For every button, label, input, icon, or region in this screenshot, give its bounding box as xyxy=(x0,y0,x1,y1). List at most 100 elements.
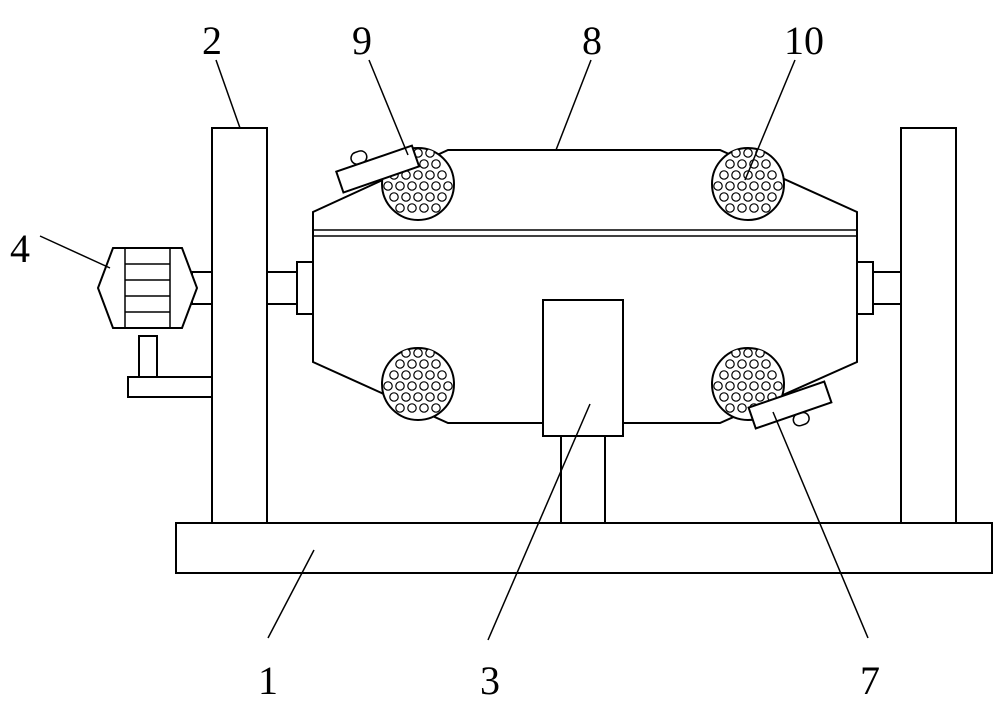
filter-hole xyxy=(755,392,765,402)
filter-hole xyxy=(737,203,747,213)
right-shaft-collar xyxy=(856,261,874,315)
filter-hole xyxy=(431,403,441,413)
filter-hole xyxy=(749,381,759,391)
filter-hole xyxy=(425,170,435,180)
filter-hole xyxy=(437,170,447,180)
filter-hole xyxy=(443,381,453,391)
filter-hole xyxy=(743,192,753,202)
filter-hole xyxy=(413,370,423,380)
filter-hole xyxy=(407,203,417,213)
label-4: 4 xyxy=(10,226,30,271)
ball-filter-bottom-left xyxy=(381,347,455,421)
filter-hole xyxy=(761,381,771,391)
filter-hole xyxy=(437,392,447,402)
filter-hole xyxy=(395,181,405,191)
filter-hole xyxy=(431,359,441,369)
filter-hole xyxy=(737,403,747,413)
filter-hole xyxy=(407,359,417,369)
filter-hole xyxy=(725,359,735,369)
ball-filter-top-right xyxy=(711,147,785,221)
bottom-pillar xyxy=(560,435,606,524)
filter-hole xyxy=(761,359,771,369)
filter-hole xyxy=(419,403,429,413)
upper-hatch xyxy=(335,144,421,194)
filter-hole xyxy=(767,170,777,180)
filter-hole xyxy=(383,181,393,191)
left-shaft-collar xyxy=(296,261,314,315)
leader-line-1 xyxy=(267,549,315,639)
filter-hole xyxy=(761,181,771,191)
filter-hole xyxy=(389,392,399,402)
label-10: 10 xyxy=(784,18,824,63)
filter-hole xyxy=(413,192,423,202)
filter-hole xyxy=(719,370,729,380)
filter-hole xyxy=(737,181,747,191)
leader-line-4 xyxy=(39,235,111,269)
label-3: 3 xyxy=(480,658,500,702)
label-7: 7 xyxy=(860,658,880,702)
filter-hole xyxy=(719,170,729,180)
filter-hole xyxy=(755,192,765,202)
filter-hole xyxy=(389,192,399,202)
lower-hatch xyxy=(747,380,833,430)
filter-hole xyxy=(719,192,729,202)
filter-hole xyxy=(767,370,777,380)
filter-hole xyxy=(713,181,723,191)
motor-bracket-post xyxy=(138,335,158,378)
left-shaft-outer xyxy=(266,271,298,305)
filter-hole xyxy=(431,159,441,169)
ball-filter-bottom-right xyxy=(711,347,785,421)
filter-hole xyxy=(749,181,759,191)
filter-hole xyxy=(413,392,423,402)
leader-line-7 xyxy=(772,411,869,639)
filter-hole xyxy=(425,392,435,402)
leader-line-2 xyxy=(215,59,241,129)
filter-hole xyxy=(407,381,417,391)
filter-hole xyxy=(395,381,405,391)
filter-hole xyxy=(731,192,741,202)
label-2: 2 xyxy=(202,18,222,63)
filter-hole xyxy=(725,203,735,213)
filter-hole xyxy=(419,203,429,213)
filter-hole xyxy=(761,159,771,169)
filter-hole xyxy=(743,392,753,402)
leader-line-10 xyxy=(744,59,796,181)
filter-hole xyxy=(773,181,783,191)
filter-hole xyxy=(731,170,741,180)
filter-hole xyxy=(431,181,441,191)
filter-hole xyxy=(413,348,423,358)
filter-hole xyxy=(425,192,435,202)
right-upright xyxy=(900,127,957,524)
label-8: 8 xyxy=(582,18,602,63)
filter-hole xyxy=(431,381,441,391)
filter-hole xyxy=(431,203,441,213)
filter-hole xyxy=(713,381,723,391)
filter-hole xyxy=(719,392,729,402)
filter-hole xyxy=(725,181,735,191)
filter-hole xyxy=(743,348,753,358)
filter-hole xyxy=(413,170,423,180)
filter-hole xyxy=(401,370,411,380)
filter-hole xyxy=(725,381,735,391)
filter-hole xyxy=(755,170,765,180)
filter-hole xyxy=(395,403,405,413)
filter-hole xyxy=(731,148,741,158)
filter-hole xyxy=(395,359,405,369)
base-plate xyxy=(175,522,993,574)
filter-hole xyxy=(725,159,735,169)
filter-hole xyxy=(395,203,405,213)
filter-hole xyxy=(425,148,435,158)
filter-hole xyxy=(749,359,759,369)
leader-line-9 xyxy=(368,59,409,156)
filter-hole xyxy=(425,370,435,380)
filter-hole xyxy=(749,203,759,213)
filter-hole xyxy=(437,192,447,202)
support-block xyxy=(542,299,624,437)
label-1: 1 xyxy=(258,658,278,702)
filter-hole xyxy=(731,392,741,402)
filter-hole xyxy=(443,181,453,191)
filter-hole xyxy=(755,370,765,380)
filter-hole xyxy=(743,370,753,380)
left-upright xyxy=(211,127,268,524)
